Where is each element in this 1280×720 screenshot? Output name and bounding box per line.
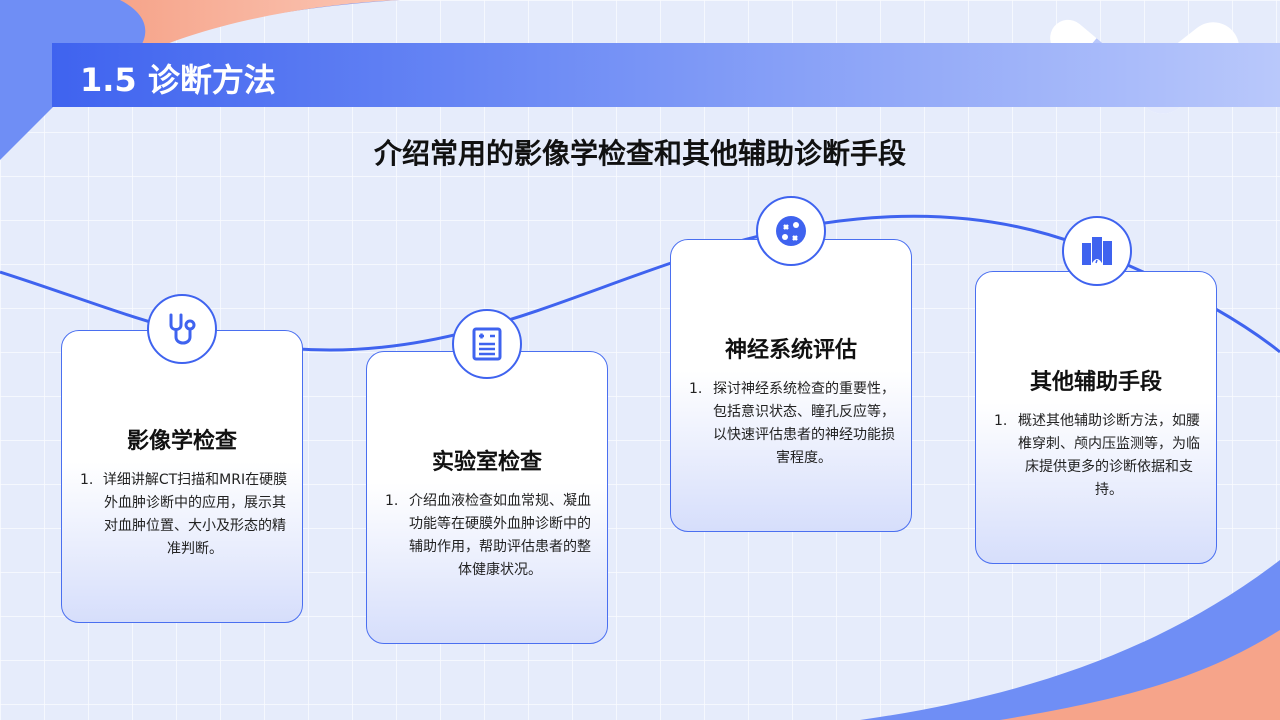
card-description: 1. 探讨神经系统检查的重要性，包括意识状态、瞳孔反应等，以快速评估患者的神经功… [689,378,897,470]
card-neurological: 神经系统评估 1. 探讨神经系统检查的重要性，包括意识状态、瞳孔反应等，以快速评… [670,239,912,532]
card-text: 介绍血液检查如血常规、凝血功能等在硬膜外血肿诊断中的辅助作用，帮助评估患者的整体… [409,493,591,578]
card-title: 影像学检查 [126,429,237,454]
list-number: 1. [80,472,94,488]
list-number: 1. [689,381,703,397]
card-description: 1. 概述其他辅助诊断方法，如腰椎穿刺、颅内压监测等，为临床提供更多的诊断依据和… [994,410,1202,502]
card-description: 1. 介绍血液检查如血常规、凝血功能等在硬膜外血肿诊断中的辅助作用，帮助评估患者… [385,490,593,582]
city-road-icon [1062,216,1132,286]
strategy-icon [756,196,826,266]
card-description: 1. 详细讲解CT扫描和MRI在硬膜外血肿诊断中的应用，展示其对血肿位置、大小及… [80,469,288,561]
card-imaging: 影像学检查 1. 详细讲解CT扫描和MRI在硬膜外血肿诊断中的应用，展示其对血肿… [61,330,303,623]
card-text: 探讨神经系统检查的重要性，包括意识状态、瞳孔反应等，以快速评估患者的神经功能损害… [713,381,895,466]
card-title: 神经系统评估 [724,338,857,363]
card-laboratory: 实验室检查 1. 介绍血液检查如血常规、凝血功能等在硬膜外血肿诊断中的辅助作用，… [366,351,608,644]
card-other-methods: 其他辅助手段 1. 概述其他辅助诊断方法，如腰椎穿刺、颅内压监测等，为临床提供更… [975,271,1217,564]
clipboard-icon [452,309,522,379]
page-title: 1.5 诊断方法 [80,61,276,99]
page-subtitle: 介绍常用的影像学检查和其他辅助诊断手段 [373,137,906,170]
list-number: 1. [994,413,1008,429]
card-text: 概述其他辅助诊断方法，如腰椎穿刺、颅内压监测等，为临床提供更多的诊断依据和支持。 [1018,413,1200,498]
card-text: 详细讲解CT扫描和MRI在硬膜外血肿诊断中的应用，展示其对血肿位置、大小及形态的… [102,472,288,557]
list-number: 1. [385,493,399,509]
card-title: 其他辅助手段 [1029,370,1162,395]
title-bar: 1.5 诊断方法 [52,43,1280,107]
card-title: 实验室检查 [431,450,542,475]
corner-shape-bottom-coral [1000,630,1280,720]
corner-shape-top-left [0,0,400,160]
corner-shape-top-coral [120,0,400,60]
stethoscope-icon [147,294,217,364]
